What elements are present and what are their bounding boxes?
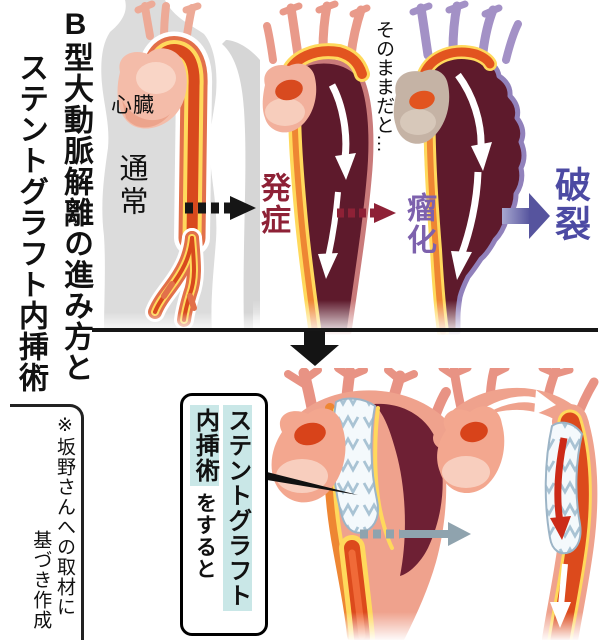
stage-label-aneurysm: 瘤化 (402, 192, 435, 256)
stage-label-normal: 通常 (115, 153, 147, 219)
arrow-treatment-result-icon (360, 522, 471, 546)
figure-aneurysm (388, 0, 535, 335)
figure-normal-aorta (98, 0, 260, 332)
arrow-aneurysm-to-rupture-icon (502, 193, 550, 239)
figure-onset-dissection (253, 0, 383, 335)
attribution: ※坂野さんへの取材に 基づき作成 (18, 414, 76, 630)
procedure-callout-box: ステントグラフト 内挿術をすると (180, 393, 268, 636)
blood-flow-arrows (451, 72, 492, 280)
title-line-1: B型大動脈解離の進み方と (59, 8, 92, 383)
blood-flow-arrow-red (550, 437, 571, 540)
heart (437, 406, 505, 494)
arrow-onset-to-aneurysm-icon (337, 203, 396, 223)
aortic-branches (409, 0, 522, 64)
attribution-bracket (10, 404, 84, 640)
heart (393, 69, 450, 144)
heart (117, 48, 187, 129)
aortic-arch (279, 43, 370, 84)
callout-pointer-line (267, 472, 358, 495)
heart (262, 63, 317, 133)
stage-label-onset: 発症 (256, 172, 289, 236)
section-divider (92, 328, 598, 332)
arrow-normal-to-onset-icon (185, 196, 256, 220)
blood-flow-arrows (318, 83, 356, 279)
procedure-suffix: をすると (193, 492, 217, 580)
figure-after-treatment (428, 368, 600, 640)
aortic-arch (417, 45, 497, 81)
attribution-line-2: 基づき作成 (30, 530, 52, 630)
body-arm (222, 40, 260, 332)
procedure-callout-text: ステントグラフト 内挿術をすると (183, 396, 258, 633)
arrow-down-icon (290, 331, 339, 366)
procedure-name-line2: 内挿術をすると (190, 405, 220, 580)
untreated-note: そのままだと… (373, 20, 394, 153)
page-title: B型大動脈解離の進み方と ステントグラフト内挿術 (2, 8, 98, 398)
stage-label-rupture: 破裂 (550, 166, 591, 244)
stent-graft (331, 397, 379, 534)
procedure-name-line1: ステントグラフト (222, 405, 252, 611)
title-line-2: ステントグラフト内挿術 (14, 52, 47, 393)
attribution-line-1: ※坂野さんへの取材に (54, 414, 75, 617)
heart-label: 心臓 (111, 94, 155, 117)
